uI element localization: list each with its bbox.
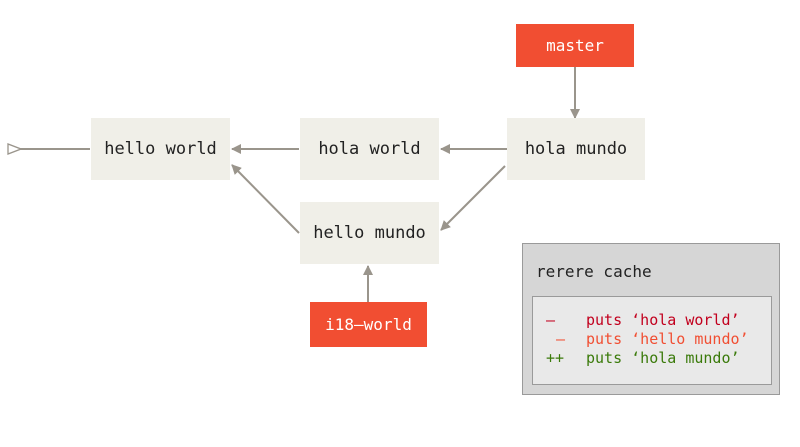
commit-hello-mundo[interactable]: hello mundo xyxy=(300,202,439,264)
commit-hola-mundo-label: hola mundo xyxy=(524,139,628,159)
commit-hello-world-label: hello world xyxy=(104,139,217,159)
edge-hola-mundo-to-hello-mundo xyxy=(440,165,506,231)
rerere-cache-panel: rerere cache – puts ‘hola world’ – puts … xyxy=(522,243,780,395)
commit-hola-world-label: hola world xyxy=(318,139,421,159)
edge-hello-mundo-to-hello-world xyxy=(231,164,300,234)
ref-master[interactable]: master xyxy=(516,24,634,67)
commit-hola-mundo[interactable]: hola mundo xyxy=(507,118,645,180)
ref-i18-world-label: i18—world xyxy=(325,315,412,334)
cache-line-marker: – xyxy=(556,330,566,348)
cache-line-marker: – xyxy=(546,311,556,329)
cache-line-text: puts ‘hola world’ xyxy=(586,311,740,329)
commit-hola-world[interactable]: hola world xyxy=(300,118,439,180)
ref-i18-world[interactable]: i18—world xyxy=(310,302,427,347)
cache-line-text: puts ‘hello mundo’ xyxy=(586,330,749,348)
ref-master-label: master xyxy=(546,36,604,55)
commit-hello-mundo-label: hello mundo xyxy=(313,223,426,243)
rerere-cache-title: rerere cache xyxy=(536,262,652,281)
cache-line-text: puts ‘hola mundo’ xyxy=(586,349,740,367)
rerere-cache-entries: – puts ‘hola world’ – puts ‘hello mundo’… xyxy=(532,296,772,385)
cache-line-marker: ++ xyxy=(546,349,565,367)
commit-hello-world[interactable]: hello world xyxy=(91,118,230,180)
